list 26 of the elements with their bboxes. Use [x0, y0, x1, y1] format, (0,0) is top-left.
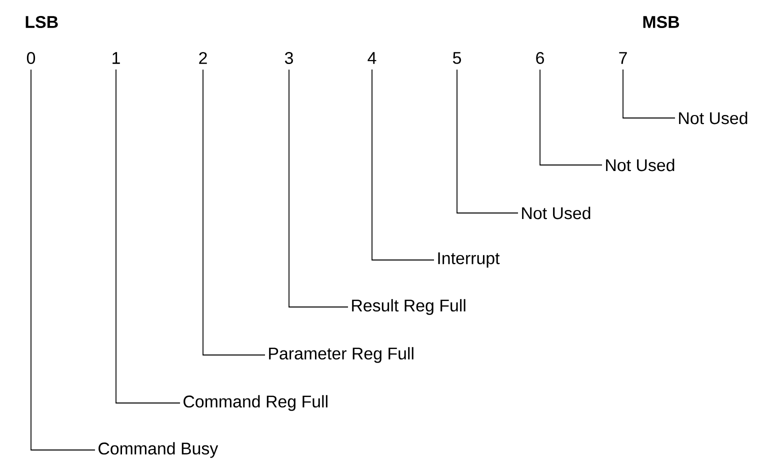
bit-order-label: LSB [26, 16, 58, 28]
bit-number: 7 [619, 52, 627, 64]
bit-number: 2 [199, 52, 207, 64]
bit-number: 3 [284, 52, 293, 64]
bit-description: Not Used [679, 112, 748, 124]
leader-line [30, 69, 96, 450]
bit-number: 0 [26, 52, 36, 64]
bit-number: 6 [536, 52, 544, 64]
bit-order-label: MSB [643, 16, 680, 28]
leader-line [372, 69, 434, 260]
bit-number: 1 [112, 52, 120, 64]
bit-number: 4 [368, 52, 376, 64]
bit-description: Not Used [606, 158, 674, 172]
leader-line [116, 69, 180, 404]
leader-line [202, 69, 266, 356]
leader-line [540, 69, 602, 166]
bit-description: Command Busy [98, 442, 218, 458]
bit-description: Command Reg Full [184, 395, 328, 411]
leader-line [622, 69, 676, 118]
bit-number: 5 [452, 52, 461, 64]
bit-description: Not Used [522, 206, 590, 220]
leader-line [288, 69, 348, 308]
bit-description: Result Reg Full [352, 299, 466, 315]
leader-line [456, 69, 518, 214]
bit-description: Interrupt [438, 252, 500, 268]
bit-description: Parameter Reg Full [269, 347, 414, 363]
